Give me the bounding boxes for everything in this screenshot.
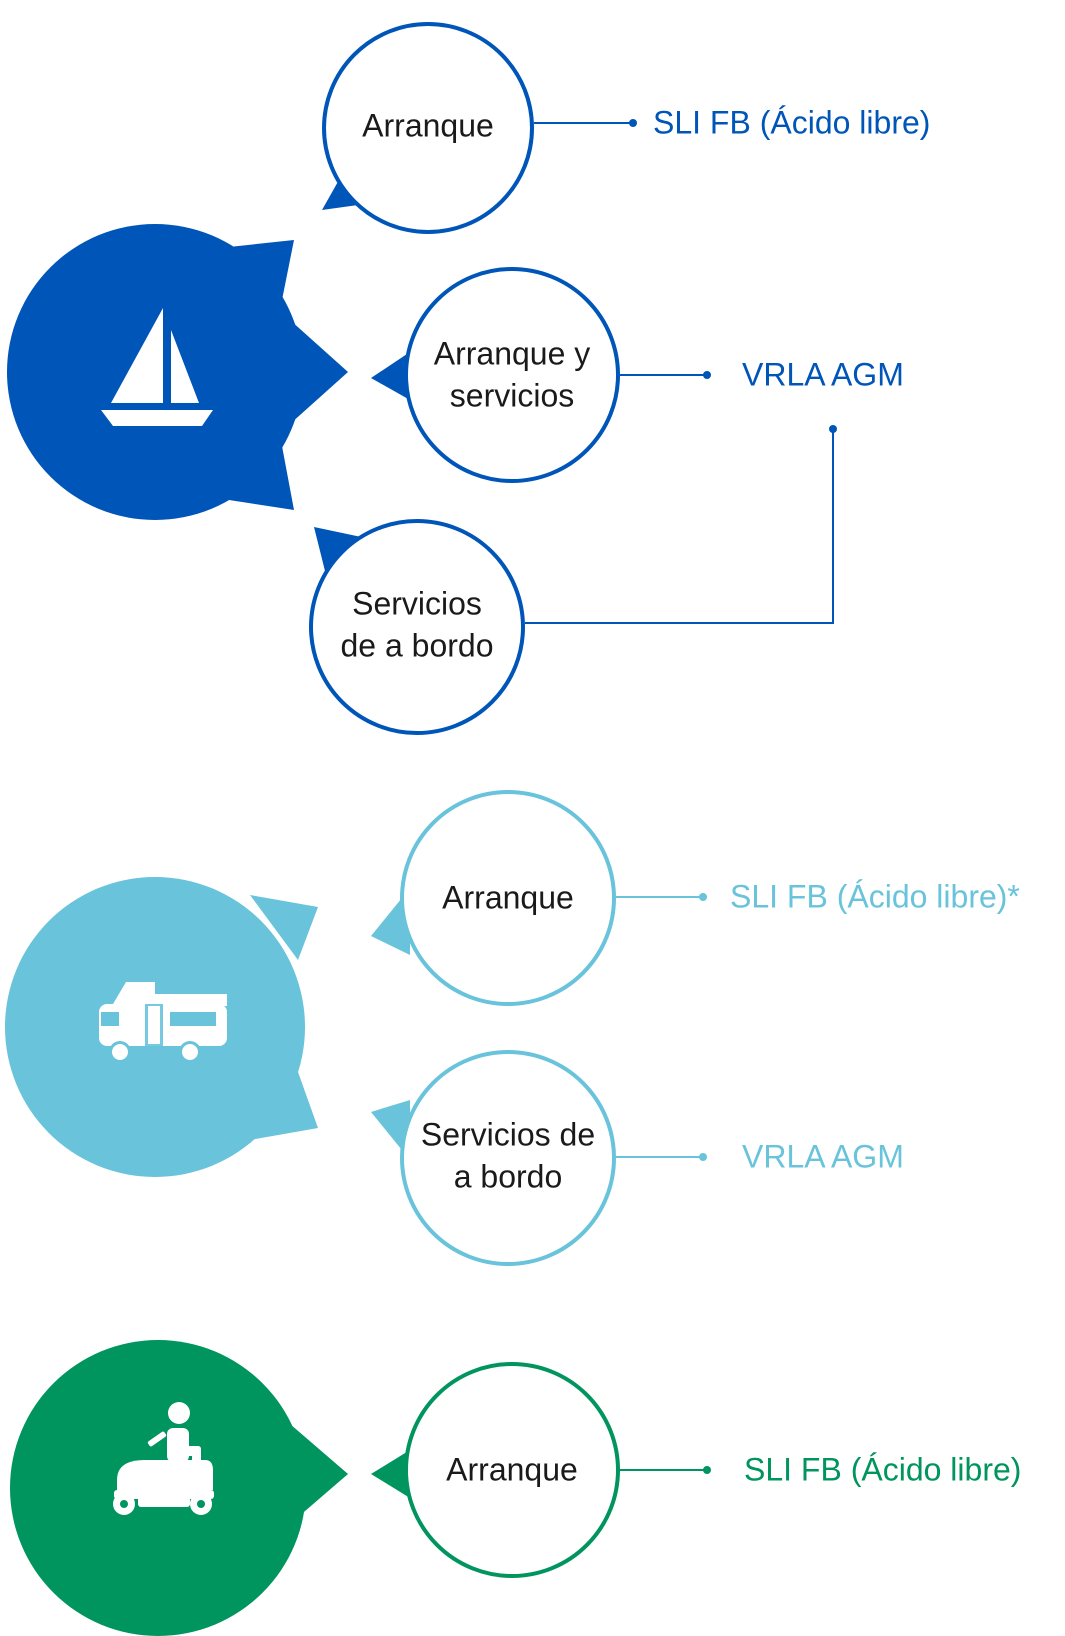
product-label: SLI FB (Ácido libre)	[744, 1451, 1021, 1487]
use-label: Arranque	[442, 879, 574, 915]
camper-van-icon	[99, 982, 227, 1063]
product-label: VRLA AGM	[742, 356, 904, 392]
connector-dot	[703, 371, 711, 379]
riding-mower-icon	[113, 1402, 214, 1515]
camper-group: Arranque SLI FB (Ácido libre)* Servicios…	[5, 790, 1020, 1266]
mower-group: Arranque SLI FB (Ácido libre)	[10, 1340, 1021, 1636]
use-label: servicios	[450, 377, 574, 413]
sailboat-icon	[101, 308, 213, 426]
product-label: SLI FB (Ácido libre)*	[730, 878, 1020, 914]
connector-dot	[829, 425, 837, 433]
use-bubble-camper-starting: Arranque	[371, 790, 616, 1006]
use-bubble-boat-onboard-services: Servicios de a bordo	[309, 519, 525, 735]
boat-group: Arranque SLI FB (Ácido libre) Arranque y…	[7, 22, 930, 735]
use-label: Servicios de	[421, 1116, 595, 1152]
use-bubble-mower-starting: Arranque	[371, 1362, 620, 1578]
use-label: Arranque	[446, 1451, 578, 1487]
connector-dot	[699, 1153, 707, 1161]
use-bubble-camper-onboard-services: Servicios de a bordo	[371, 1050, 616, 1266]
use-label: a bordo	[454, 1158, 563, 1194]
use-label: Arranque	[362, 107, 494, 143]
connector-elbow-line	[525, 429, 834, 624]
use-bubble-boat-starting: Arranque	[322, 22, 534, 234]
use-label: Arranque y	[434, 335, 591, 371]
use-bubble-boat-start-and-services: Arranque y servicios	[371, 267, 620, 483]
product-label: SLI FB (Ácido libre)	[653, 104, 930, 140]
connector-dot	[699, 893, 707, 901]
product-label: VRLA AGM	[742, 1138, 904, 1174]
use-label: Servicios	[352, 585, 482, 621]
connector-dot	[703, 1466, 711, 1474]
connector-dot	[629, 119, 637, 127]
use-label: de a bordo	[340, 627, 493, 663]
